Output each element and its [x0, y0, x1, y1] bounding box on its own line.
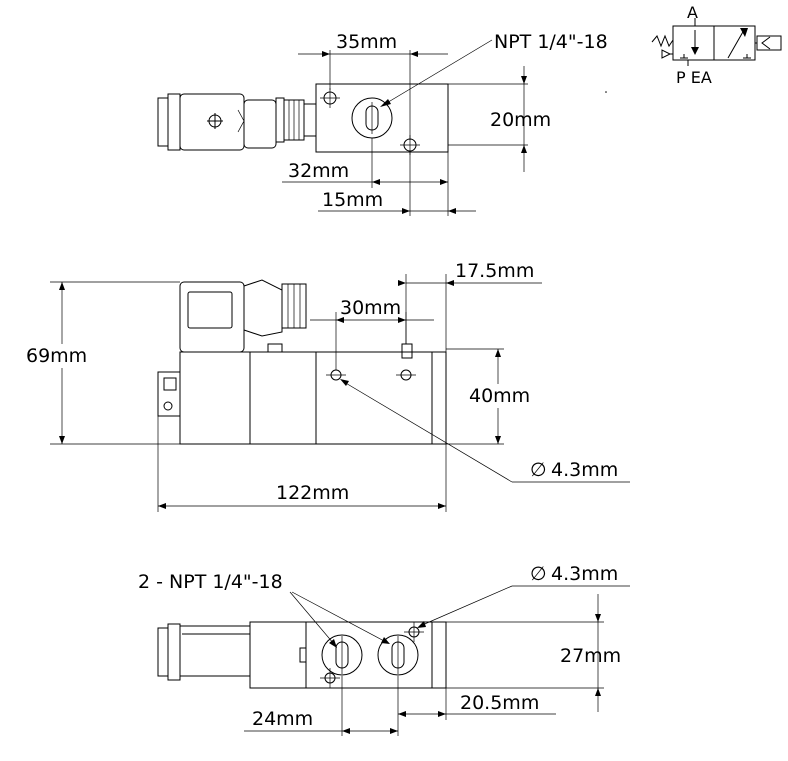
side-view-dim-hole-spacing: 30mm — [340, 297, 401, 319]
side-view-hole-note: 4.3mm — [551, 459, 618, 481]
bottom-view-diameter-symbol: ∅ — [530, 563, 547, 585]
top-view-dim-offset-a: 32mm — [288, 160, 349, 182]
side-view: 17.5mm 30mm 69mm 40mm ∅ 4.3mm — [24, 260, 630, 512]
side-view-dim-edge: 17.5mm — [455, 260, 534, 282]
top-view-dim-offset-b: 15mm — [322, 189, 383, 211]
top-view-dim-height: 20mm — [490, 109, 551, 131]
side-view-dim-body-height: 40mm — [469, 385, 530, 407]
side-view-dim-overall-height: 69mm — [26, 345, 87, 367]
bottom-view-dim-port-spacing: 24mm — [252, 708, 313, 730]
bottom-view-hole-note: 4.3mm — [551, 563, 618, 585]
pneumatic-schematic-symbol: A P EA — [605, 3, 782, 93]
top-view-dim-width: 35mm — [336, 31, 397, 53]
top-view-thread-note: NPT 1/4"-18 — [494, 31, 608, 53]
side-view-diameter-symbol: ∅ — [530, 459, 547, 481]
bottom-view: 2 - NPT 1/4"-18 ∅ 4.3mm 27mm 24mm 20.5mm — [138, 563, 630, 736]
schematic-port-p-ea-label: P EA — [676, 68, 712, 87]
top-view: 35mm NPT 1/4"-18 20mm 32mm 15mm — [157, 31, 608, 216]
schematic-port-a-label: A — [687, 3, 698, 22]
bottom-view-dim-edge: 20.5mm — [460, 692, 539, 714]
bottom-view-dim-height: 27mm — [560, 645, 621, 667]
bottom-view-thread-note: 2 - NPT 1/4"-18 — [138, 571, 283, 593]
side-view-dim-overall-length: 122mm — [276, 482, 349, 504]
